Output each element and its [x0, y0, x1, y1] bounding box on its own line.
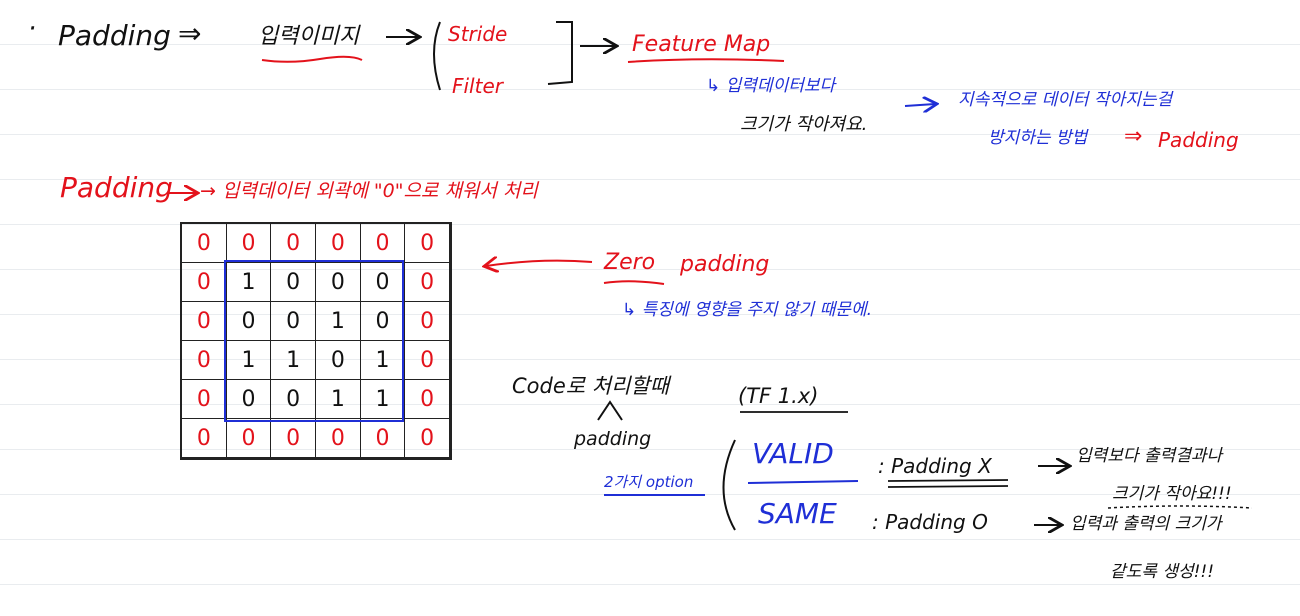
padding-cell: 0 [271, 224, 316, 263]
padding-cell: 0 [182, 341, 227, 380]
right-bracket [547, 21, 573, 85]
input-cell: 0 [271, 380, 316, 419]
caret [597, 400, 623, 421]
zero-padding-note: ↳ 특징에 영향을 주지 않기 때문에. [622, 300, 872, 320]
padding-cell: 0 [405, 380, 450, 419]
input-image-label: 입력이미지 [258, 24, 360, 49]
tf-version: (TF 1.x) [738, 384, 819, 408]
input-cell: 0 [226, 302, 272, 341]
options-label: 2가지 option [604, 473, 694, 491]
padding-cell: 0 [316, 224, 361, 263]
implies-arrow: ⇒ [178, 17, 202, 50]
padding-cell: 0 [271, 419, 316, 458]
blue-arrow-note [904, 104, 935, 106]
zero-underline [603, 280, 665, 285]
note-smaller-2: 크기가 작아져요. [740, 114, 868, 135]
padding-cell: 0 [226, 224, 272, 263]
padding-description: → 입력데이터 외곽에 "0"으로 채워서 처리 [200, 180, 538, 202]
filter-label: Filter [452, 74, 503, 98]
feature-map-underline [627, 58, 785, 63]
left-paren [433, 21, 441, 91]
padding-word: padding [574, 428, 652, 450]
input-cell: 1 [360, 380, 406, 419]
valid-description: : Padding X [878, 454, 992, 478]
padding-cell: 0 [360, 224, 406, 263]
padding-cell: 0 [360, 419, 406, 458]
input-cell: 1 [316, 302, 361, 341]
input-cell: 0 [271, 302, 316, 341]
padding-cell: 0 [405, 341, 450, 380]
input-cell: 0 [360, 263, 406, 302]
padding-cell: 0 [182, 302, 227, 341]
input-cell: 0 [316, 341, 361, 380]
note-smaller-1: ↳ 입력데이터보다 [706, 76, 836, 96]
padding-cell: 0 [182, 224, 227, 263]
feature-map-label: Feature Map [632, 32, 771, 57]
code-heading: Code로 처리할때 [512, 374, 670, 398]
padding-heading-red: Padding [60, 171, 173, 204]
padding-cell: 0 [182, 263, 227, 302]
input-cell: 1 [360, 341, 406, 380]
padding-cell: 0 [405, 419, 450, 458]
padding-cell: 0 [405, 263, 450, 302]
input-image-underline [261, 55, 363, 63]
padding-cell: 0 [316, 419, 361, 458]
input-cell: 1 [226, 341, 272, 380]
valid-result-1: 입력보다 출력결과나 [1076, 446, 1223, 466]
input-cell: 0 [226, 380, 272, 419]
padding-cell: 0 [182, 419, 227, 458]
bullet: · [28, 14, 37, 44]
note-prevent-padding: Padding [1158, 128, 1239, 152]
options-paren [722, 439, 736, 531]
input-cell: 1 [226, 263, 272, 302]
note-prevent-arrow: ⇒ [1124, 124, 1143, 149]
zero-label: Zero [604, 250, 656, 275]
stride-label: Stride [448, 22, 508, 46]
valid-underline [747, 480, 859, 484]
same-result-1: 입력과 출력의 크기가 [1070, 514, 1222, 534]
padding-cell: 0 [182, 380, 227, 419]
input-cell: 0 [360, 302, 406, 341]
red-arrow-to-grid [486, 261, 593, 266]
padding-cell: 0 [405, 224, 450, 263]
valid-result-2: 크기가 작아요!!! [1112, 484, 1232, 504]
same-description: : Padding O [872, 510, 988, 534]
padding-title: Padding [58, 19, 171, 52]
same-result-2: 같도록 생성!!! [1110, 562, 1215, 582]
padding-cell: 0 [226, 419, 272, 458]
input-cell: 1 [316, 380, 361, 419]
input-cell: 0 [316, 263, 361, 302]
input-cell: 1 [271, 341, 316, 380]
padding-cell: 0 [405, 302, 450, 341]
note-prevent-2: 방지하는 방법 [988, 128, 1088, 148]
note-prevent-1: 지속적으로 데이터 작아지는걸 [958, 90, 1173, 110]
zero-padding-label: padding [680, 252, 770, 277]
input-cell: 0 [271, 263, 316, 302]
same-option: SAME [758, 497, 837, 530]
valid-option: VALID [752, 437, 834, 470]
